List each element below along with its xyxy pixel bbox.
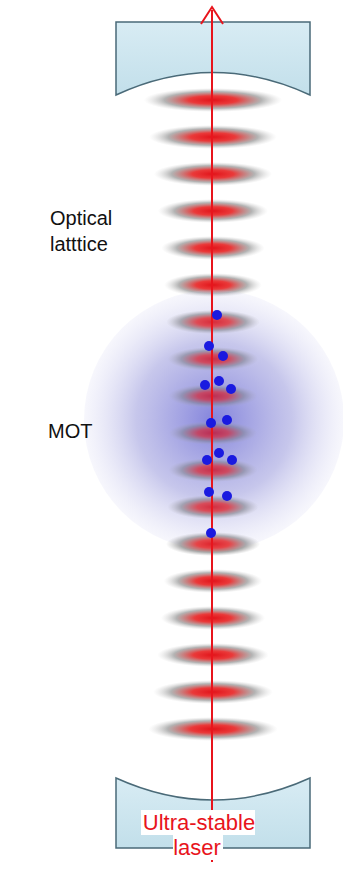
laser-beam — [211, 10, 213, 862]
beam-arrowhead — [201, 7, 223, 24]
label-text: Ultra-stable laser — [141, 810, 255, 860]
mot-cloud — [84, 290, 343, 550]
mot-label: MOT — [48, 418, 92, 444]
lattice-label: Optical latttice — [50, 205, 142, 257]
laser-label: Ultra-stable laser — [118, 810, 278, 861]
label-text: MOT — [48, 420, 92, 442]
trapped-atoms — [200, 310, 237, 538]
label-text: Optical latttice — [50, 207, 112, 255]
lattice-lobe — [168, 347, 258, 371]
lattice-lobe — [148, 717, 277, 741]
lattice-lobe — [168, 347, 258, 371]
